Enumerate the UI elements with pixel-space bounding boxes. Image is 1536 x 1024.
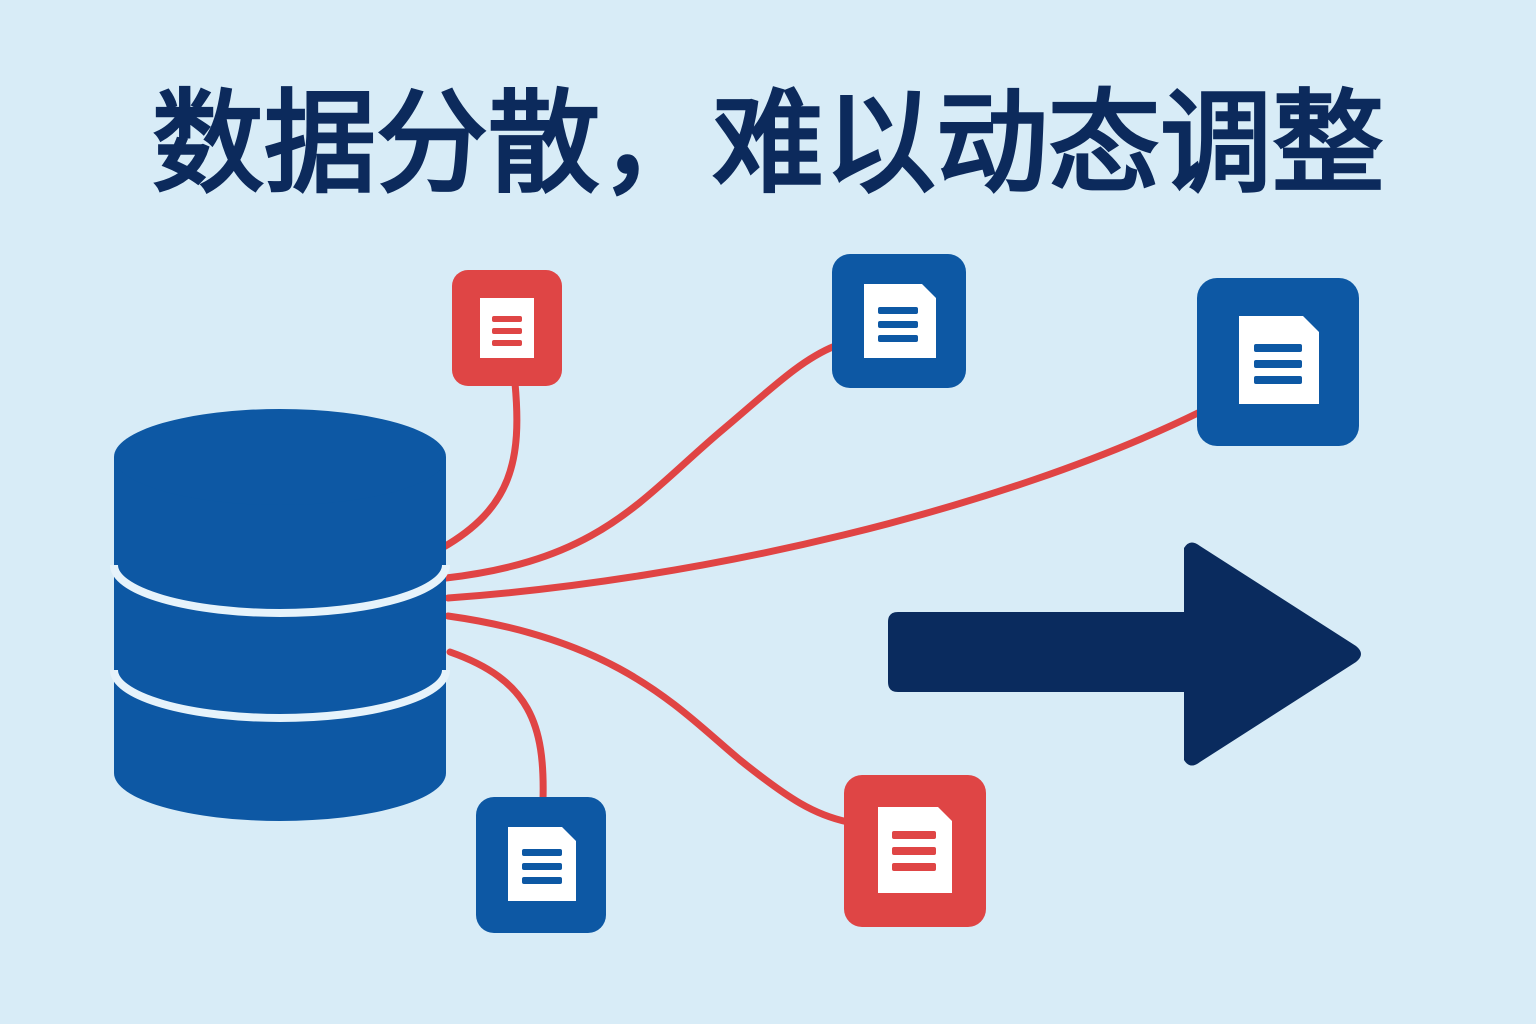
document-line	[522, 849, 562, 856]
document-icon	[1197, 278, 1359, 446]
connector-to-doc-top-left	[438, 379, 521, 552]
document-line	[492, 340, 522, 346]
document-line	[1254, 376, 1302, 384]
document-icon	[476, 797, 606, 933]
document-line	[892, 863, 936, 871]
database-icon	[110, 409, 450, 821]
database-separator-upper	[110, 564, 450, 617]
document-line	[892, 831, 936, 839]
document-line	[492, 316, 522, 322]
database-separator-lower	[110, 669, 450, 722]
connector-to-doc-top-center	[442, 342, 839, 582]
document-line	[878, 321, 918, 328]
document-line	[878, 307, 918, 314]
database-body	[114, 457, 446, 821]
page-title: 数据分散，难以动态调整	[152, 79, 1384, 209]
document-line	[522, 877, 562, 884]
document-line	[1254, 344, 1302, 352]
connector-to-doc-bottom-right	[444, 612, 852, 826]
database-top	[114, 409, 446, 505]
arrow-right-icon	[888, 542, 1361, 766]
document-icon	[832, 254, 966, 388]
document-icon	[844, 775, 986, 927]
document-line	[492, 328, 522, 334]
document-line	[878, 335, 918, 342]
document-line	[522, 863, 562, 870]
document-line	[1254, 360, 1302, 368]
document-line	[892, 847, 936, 855]
connector-to-doc-top-right	[444, 408, 1204, 602]
connector-to-doc-bottom-left	[446, 648, 547, 804]
connector-lines	[438, 342, 1204, 826]
document-icon	[452, 270, 562, 386]
